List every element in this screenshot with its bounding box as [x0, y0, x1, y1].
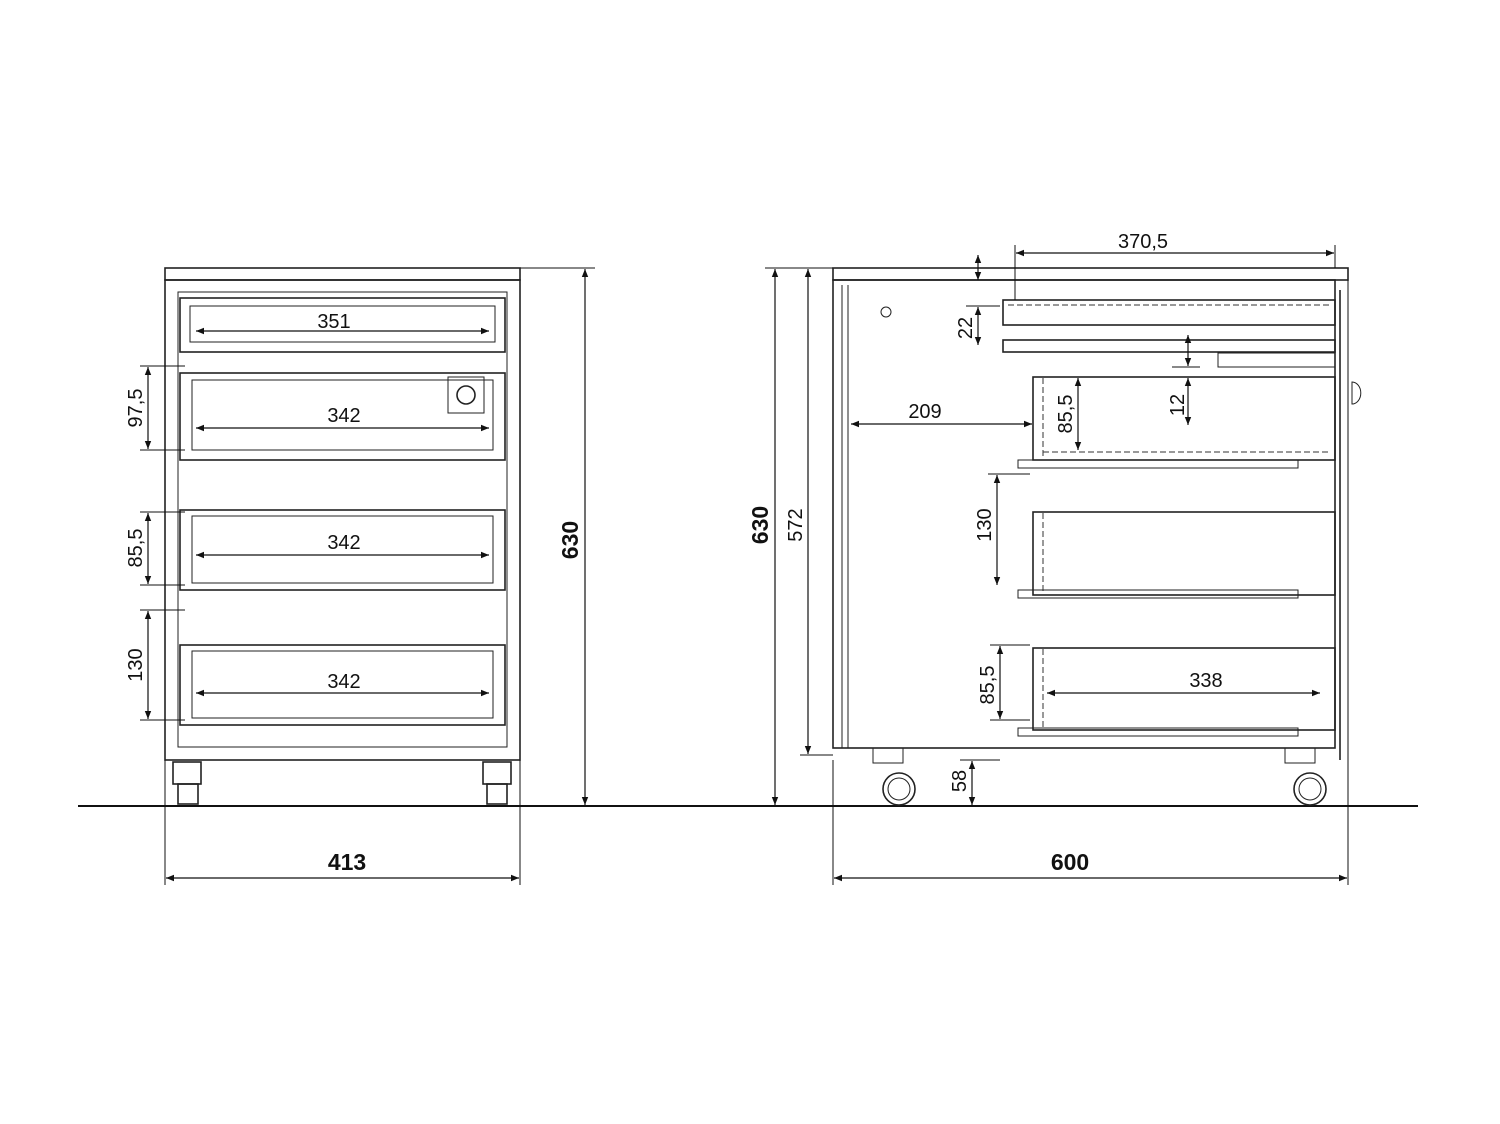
front-view: 413 630 351 342 342 342 97,5 85,5 130	[125, 267, 595, 885]
front-width-label: 413	[328, 849, 366, 875]
drawer-3-height-label: 130	[125, 648, 147, 681]
side-height-label: 630	[747, 506, 773, 544]
floor-clearance-label: 58	[949, 770, 971, 792]
gap-label: 12	[1167, 394, 1189, 416]
front-drawer-2	[179, 509, 506, 591]
drawer-depth-label: 338	[1189, 670, 1222, 692]
side-drawer-2	[1017, 511, 1336, 599]
drawer-3-width-label: 342	[327, 671, 360, 693]
drawer-2-height-label: 85,5	[125, 529, 147, 568]
side-drawer-3	[1017, 647, 1336, 737]
side-drawer-3-height-label: 85,5	[977, 666, 999, 705]
front-wheels	[172, 761, 512, 805]
top-drawer-width-label: 351	[317, 311, 350, 333]
front-lock	[447, 376, 485, 414]
side-depth-label: 600	[1051, 849, 1089, 875]
front-drawer-3	[179, 644, 506, 726]
side-drawer-1-height-label: 85,5	[1055, 395, 1077, 434]
front-drawer-1	[179, 372, 506, 461]
top-offset-label: 22	[955, 317, 977, 339]
front-top-drawer	[179, 297, 506, 353]
front-height-label: 630	[557, 521, 583, 559]
side-wheels	[872, 747, 1327, 806]
drawer-1-width-label: 342	[327, 405, 360, 427]
side-top-drawer	[1002, 299, 1336, 353]
drawer-1-height-label: 97,5	[125, 389, 147, 428]
side-view: 600 630 572 370,5 22 12 209 85,5 130 85,…	[747, 231, 1362, 885]
side-drawer-2-height-label: 130	[974, 508, 996, 541]
drawer-2-width-label: 342	[327, 532, 360, 554]
top-drawer-depth-label: 370,5	[1118, 231, 1168, 253]
inner-height-label: 572	[785, 508, 807, 541]
setback-label: 209	[908, 401, 941, 423]
side-drawer-1	[1017, 376, 1336, 469]
